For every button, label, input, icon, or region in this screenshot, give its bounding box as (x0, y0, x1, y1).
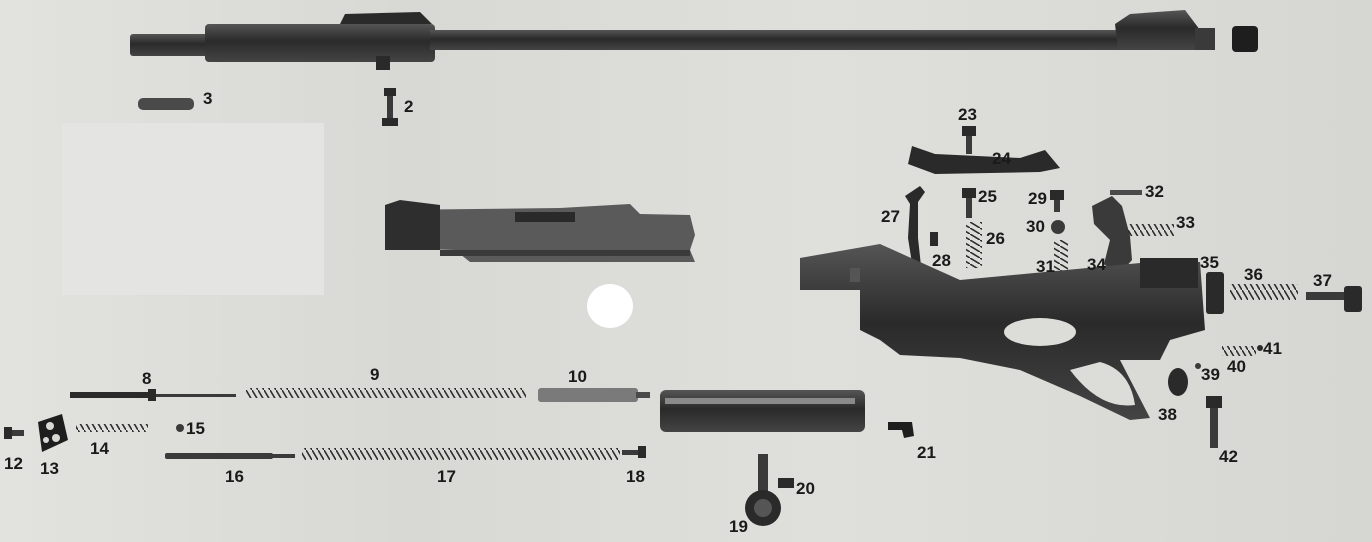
label-part-37: 37 (1313, 271, 1332, 290)
part-27-trigger (905, 186, 925, 276)
label-part-25: 25 (978, 187, 997, 206)
label-part-35: 35 (1200, 253, 1219, 272)
part-26-spring (966, 222, 982, 268)
label-part-27: 27 (881, 207, 900, 226)
label-part-21: 21 (917, 443, 936, 462)
bolt-body-part (385, 200, 695, 262)
label-part-17: 17 (437, 467, 456, 486)
label-part-3: 3 (203, 89, 213, 108)
part-23-screw (962, 126, 976, 154)
label-part-38: 38 (1158, 405, 1177, 424)
part-2-screw (382, 88, 398, 126)
label-part-28: 28 (932, 251, 951, 270)
label-part-40: 40 (1227, 357, 1246, 376)
part-37-screw (1306, 286, 1362, 312)
label-part-39: 39 (1201, 365, 1220, 384)
label-part-2: 2 (404, 97, 414, 116)
label-part-16: 16 (225, 467, 244, 486)
part-20-nut (778, 478, 794, 488)
label-part-10: 10 (568, 367, 587, 386)
part-36-spring (1230, 284, 1298, 300)
part-9-spring (246, 388, 526, 398)
receiver-assembly (800, 244, 1205, 420)
part-34-hammer (1092, 196, 1132, 276)
barrel-part (130, 10, 1258, 70)
label-part-8: 8 (142, 369, 152, 388)
label-part-23: 23 (958, 105, 977, 124)
label-part-19: 19 (729, 517, 748, 536)
part-21-clip (888, 422, 914, 438)
part-17-spring (302, 448, 620, 460)
label-part-30: 30 (1026, 217, 1045, 236)
part-35-block (1206, 272, 1224, 314)
label-part-20: 20 (796, 479, 815, 498)
part-38-knob (1168, 368, 1188, 396)
part-30-washer (1051, 220, 1065, 234)
part-14-spring (76, 424, 148, 432)
part-39-ball (1195, 363, 1201, 369)
part-28-pin (930, 232, 938, 246)
label-part-9: 9 (370, 365, 380, 384)
label-part-41: 41 (1263, 339, 1282, 358)
part-32-pin (1110, 190, 1142, 195)
part-25-screw (962, 188, 976, 218)
label-part-36: 36 (1244, 265, 1263, 284)
part-12-screw (4, 427, 24, 439)
part-42-screw (1206, 396, 1222, 448)
part-18-screw (622, 446, 646, 458)
blank-patch (62, 123, 324, 295)
label-part-31: 31 (1036, 257, 1055, 276)
part-41-detent (1257, 345, 1263, 351)
label-part-26: 26 (986, 229, 1005, 248)
label-part-14: 14 (90, 439, 109, 458)
part-29-screw (1050, 190, 1064, 212)
label-part-34: 34 (1087, 255, 1106, 274)
label-part-18: 18 (626, 467, 645, 486)
part-33-spring (1128, 224, 1174, 236)
part-10-plunger (538, 388, 650, 402)
label-part-13: 13 (40, 459, 59, 478)
part-40-spring (1222, 346, 1256, 356)
label-part-24: 24 (992, 149, 1011, 168)
label-part-12: 12 (4, 454, 23, 473)
part-24-lever (908, 146, 1060, 174)
label-part-42: 42 (1219, 447, 1238, 466)
label-part-32: 32 (1145, 182, 1164, 201)
tube-part (660, 390, 865, 432)
label-part-33: 33 (1176, 213, 1195, 232)
part-19-bolt (745, 454, 781, 526)
part-15-ball (176, 424, 184, 432)
white-spot (587, 284, 633, 328)
part-3-pin (138, 98, 194, 110)
label-part-29: 29 (1028, 189, 1047, 208)
part-8-firing-pin (70, 389, 236, 401)
label-part-15: 15 (186, 419, 205, 438)
part-13-plate (38, 414, 68, 452)
part-16-rod (165, 453, 295, 459)
